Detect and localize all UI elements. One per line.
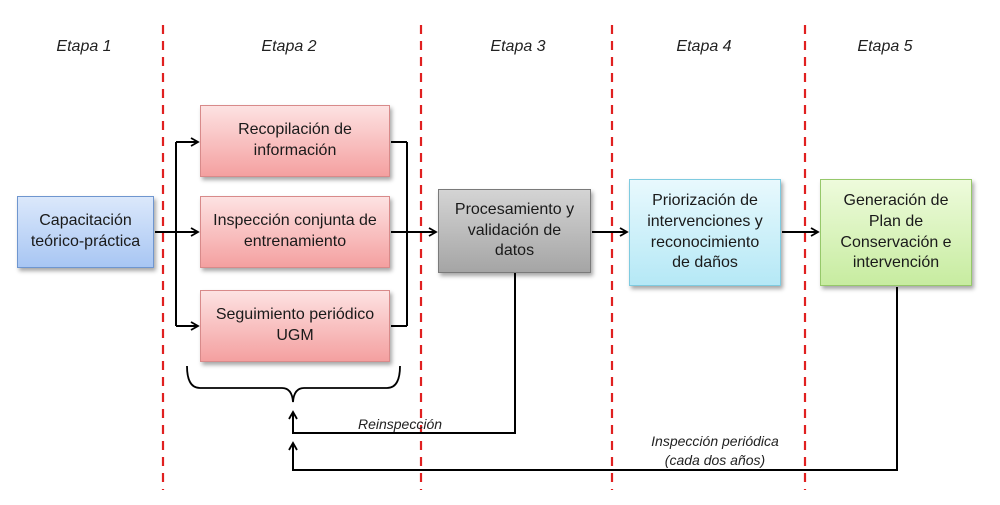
reinspeccion-loop xyxy=(288,273,516,434)
box-capacitacion-label: Capacitación teórico-práctica xyxy=(30,212,141,250)
box-capacitacion: Capacitación teórico-práctica xyxy=(17,196,154,268)
box-priorizacion-label: Priorización de intervenciones y reconoc… xyxy=(647,191,763,272)
stage-label-5: Etapa 5 xyxy=(857,38,913,55)
connectors xyxy=(155,137,898,471)
box-priorizacion: Priorización de intervenciones y reconoc… xyxy=(629,179,781,286)
box-seguimiento-label: Seguimiento periódico UGM xyxy=(215,306,375,344)
box-inspeccion-label: Inspección conjunta de entrenamiento xyxy=(213,212,377,250)
box-generacion-label: Generación de Plan de Conservación e int… xyxy=(840,191,952,272)
stage-dividers xyxy=(161,25,807,490)
stage-label-4: Etapa 4 xyxy=(676,38,732,55)
box-procesamiento: Procesamiento y validación de datos xyxy=(438,189,591,273)
box-inspeccion: Inspección conjunta de entrenamiento xyxy=(200,196,390,268)
note-periodica: Inspección periódica (cada dos años) xyxy=(651,433,779,468)
periodica-loop xyxy=(288,287,898,471)
box-seguimiento: Seguimiento periódico UGM xyxy=(200,290,390,362)
box-recopilacion: Recopilación de información xyxy=(200,105,390,177)
stage2-brace xyxy=(186,365,401,403)
box-generacion: Generación de Plan de Conservación e int… xyxy=(820,179,972,286)
stage-label-1: Etapa 1 xyxy=(56,38,112,55)
note-reinspeccion: Reinspección xyxy=(357,416,443,432)
stage-label-3: Etapa 3 xyxy=(490,38,546,55)
stage-label-2: Etapa 2 xyxy=(261,38,317,55)
box-procesamiento-label: Procesamiento y validación de datos xyxy=(454,200,575,260)
box-recopilacion-label: Recopilación de información xyxy=(238,121,352,159)
